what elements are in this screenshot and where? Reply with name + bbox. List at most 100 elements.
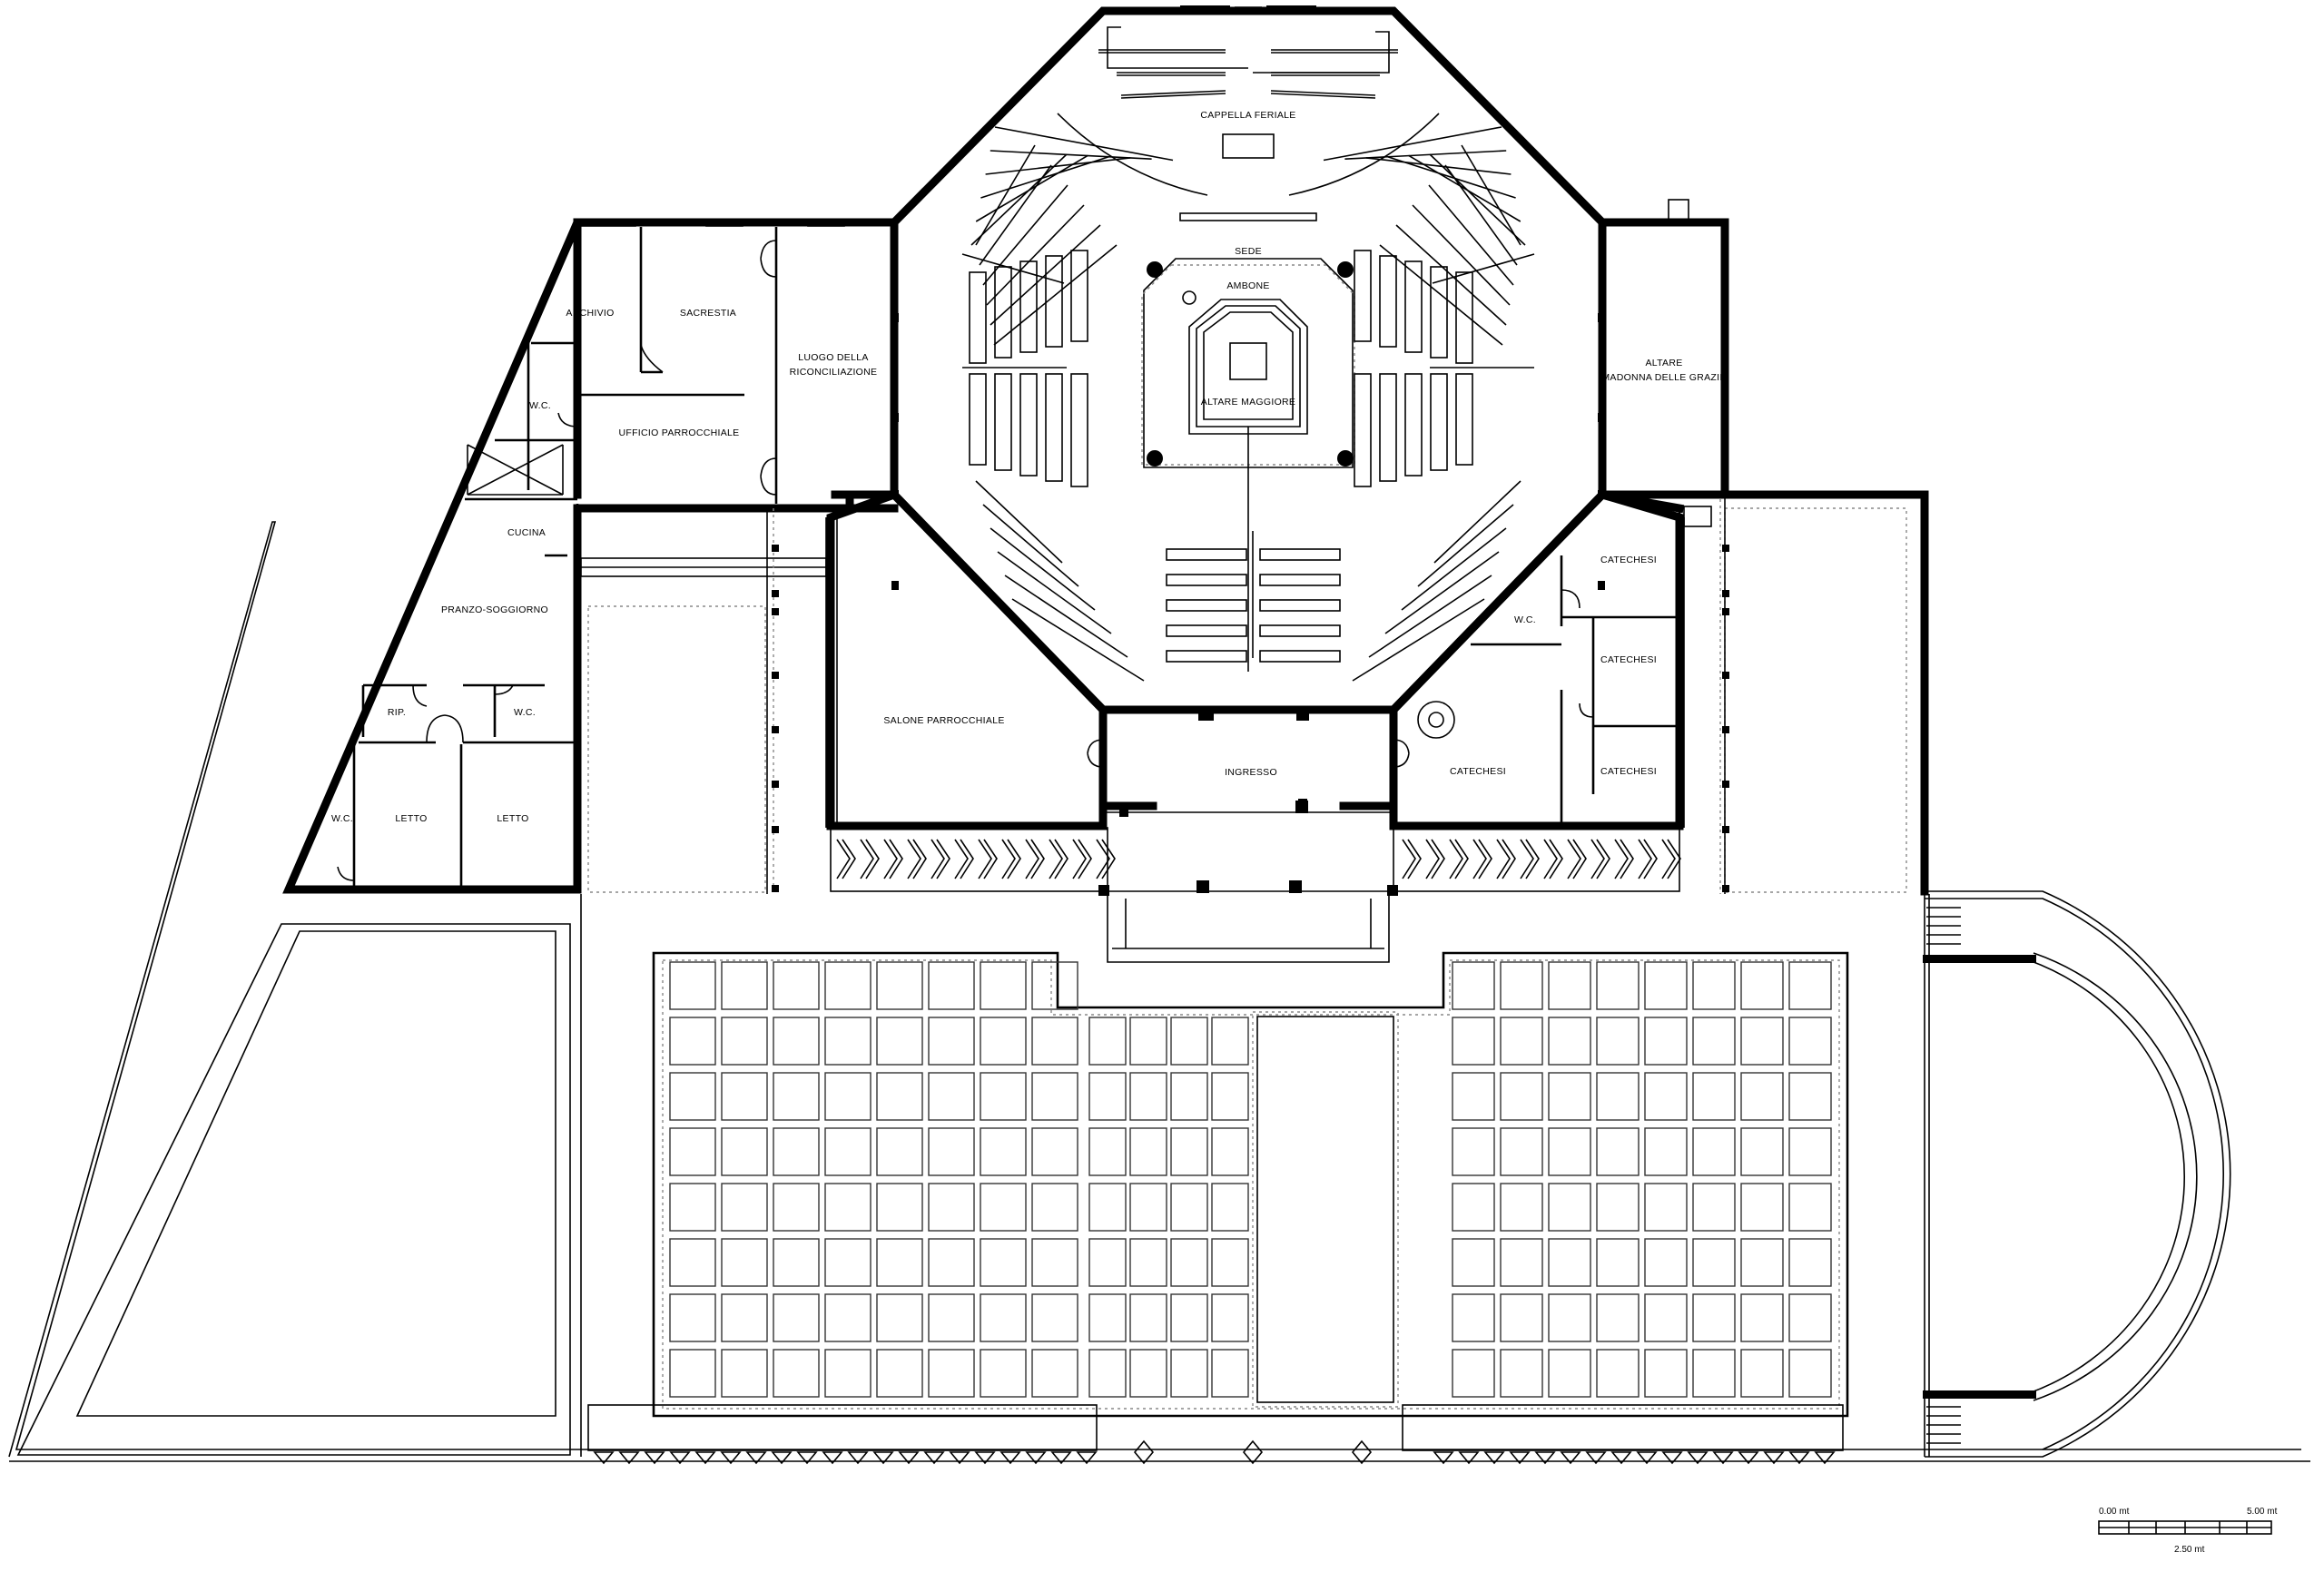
paving-tile	[1088, 1238, 1127, 1287]
chevron	[1525, 839, 1540, 879]
pew	[990, 527, 1096, 611]
paving-tile	[1452, 1017, 1495, 1066]
paving-tile	[669, 1017, 716, 1066]
paving-tile	[1031, 1183, 1078, 1232]
planter-triangle	[1712, 1451, 1734, 1465]
paving-tile	[1644, 1017, 1688, 1066]
paving-tile	[1740, 1183, 1784, 1232]
paving-tile	[1129, 1349, 1167, 1398]
paving-tile	[1452, 1349, 1495, 1398]
pier	[891, 581, 899, 590]
paving-tile	[1788, 1072, 1832, 1121]
pew	[1166, 624, 1247, 637]
paving-tile	[721, 1349, 768, 1398]
planter-triangle	[1687, 1451, 1709, 1465]
left-wing	[282, 218, 899, 894]
pew	[1444, 164, 1518, 266]
paving-tile	[928, 1127, 975, 1176]
pew	[1352, 598, 1485, 682]
chevron	[1572, 839, 1587, 879]
pew	[1368, 575, 1492, 658]
paving-tile	[1788, 1183, 1832, 1232]
label-altare-madonna-1: ALTARE	[1645, 358, 1682, 368]
pier	[772, 781, 779, 788]
paving-tile	[1088, 1127, 1127, 1176]
pew	[1166, 650, 1247, 663]
planter-triangle	[1433, 1451, 1454, 1465]
pier	[1722, 726, 1729, 733]
label-ambone: AMBONE	[1226, 280, 1269, 291]
pew	[1259, 548, 1341, 561]
pew	[985, 157, 1131, 175]
pew	[1412, 204, 1511, 306]
paving-tile	[1500, 1017, 1543, 1066]
paving-tile	[1031, 1127, 1078, 1176]
paving-tile	[1031, 1238, 1078, 1287]
paving-tile	[824, 1238, 872, 1287]
chevron	[1661, 839, 1676, 879]
label-cucina: CUCINA	[507, 527, 546, 538]
paving-tile	[1788, 1349, 1832, 1398]
label-luogo-1: LUOGO DELLA	[798, 352, 868, 363]
chevron	[1054, 839, 1068, 879]
paving-tile	[1644, 1293, 1688, 1342]
pier	[1722, 545, 1729, 552]
paving-tile	[928, 1183, 975, 1232]
paving-tile	[721, 1072, 768, 1121]
planter-triangle	[1025, 1451, 1047, 1465]
pew	[1384, 551, 1500, 634]
pew	[1354, 373, 1372, 487]
planter-triangle	[694, 1451, 716, 1465]
pier	[772, 545, 779, 552]
paving-tile	[669, 1238, 716, 1287]
paving-tile	[876, 1293, 923, 1342]
paving-tile	[876, 1349, 923, 1398]
chevron	[860, 839, 874, 879]
chevron	[1472, 839, 1487, 879]
paving-tile	[1548, 1349, 1591, 1398]
label-salone: SALONE PARROCCHIALE	[883, 715, 1004, 726]
pew	[990, 224, 1101, 326]
paving-tile	[1596, 961, 1640, 1010]
pew	[1166, 548, 1247, 561]
paving-tile	[876, 1183, 923, 1232]
chevron	[1078, 839, 1092, 879]
chevron	[1549, 839, 1563, 879]
pew	[970, 153, 1068, 246]
label-pranzo: PRANZO-SOGGIORNO	[441, 604, 548, 615]
paving-tile	[876, 1238, 923, 1287]
nave-aisles	[961, 253, 1535, 672]
paving-tile	[721, 1183, 768, 1232]
paving-tile	[1692, 1127, 1736, 1176]
planter-triangle	[644, 1451, 665, 1465]
label-archivio: ARCHIVIO	[566, 308, 614, 319]
paving-tile	[1088, 1349, 1127, 1398]
planter-triangle	[1636, 1451, 1658, 1465]
paving-tile	[1644, 961, 1688, 1010]
chevron	[1007, 839, 1021, 879]
label-letto-2: LETTO	[497, 813, 528, 824]
paving-tile	[1788, 1293, 1832, 1342]
paving-tile	[980, 1183, 1027, 1232]
chevron	[1101, 839, 1116, 879]
presbytery	[1141, 258, 1355, 468]
pew	[1433, 480, 1521, 564]
planter-triangle	[745, 1451, 767, 1465]
pew	[1070, 250, 1088, 342]
planter-triangle	[1788, 1451, 1810, 1465]
pew	[1430, 373, 1448, 471]
paving-tile	[824, 1183, 872, 1232]
planter-triangle	[1560, 1451, 1581, 1465]
paving-tile	[1644, 1127, 1688, 1176]
pew	[1430, 266, 1448, 359]
label-wc-bed: W.C.	[331, 813, 353, 824]
paving-tile	[1211, 1293, 1249, 1342]
pew	[1395, 224, 1507, 326]
chevron	[1001, 839, 1016, 879]
pew	[975, 480, 1063, 564]
chevron	[1620, 839, 1634, 879]
paving-tile	[980, 1293, 1027, 1342]
pew	[975, 144, 1036, 246]
pier	[772, 885, 779, 892]
pier	[1296, 710, 1307, 721]
